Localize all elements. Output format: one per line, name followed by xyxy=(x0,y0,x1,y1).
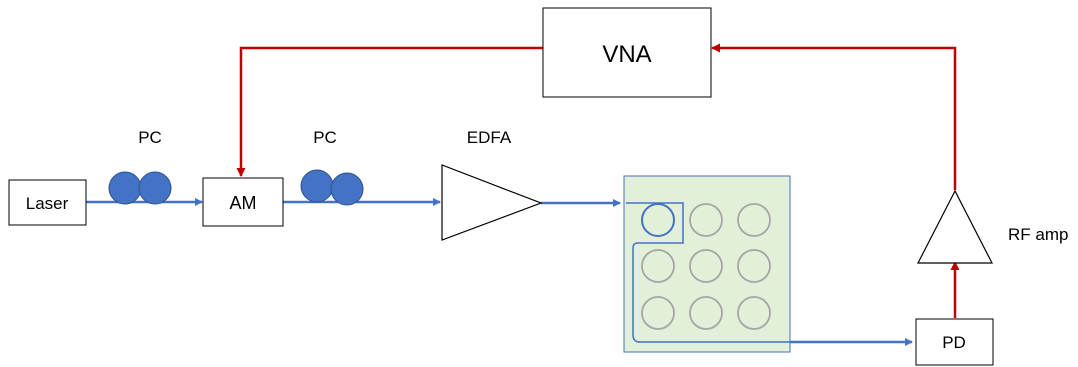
vna-block: VNA xyxy=(542,7,712,98)
edfa-label: EDFA xyxy=(467,128,512,147)
polarization-controller-2: PC xyxy=(300,128,364,206)
pc2-label: PC xyxy=(313,128,337,147)
ring-resonator xyxy=(689,296,723,330)
pc1-paddle-2 xyxy=(138,171,172,205)
rf-amp-triangle xyxy=(917,189,993,264)
edfa-triangle xyxy=(441,164,543,241)
edfa-amplifier: EDFA xyxy=(441,128,543,241)
ring-resonator xyxy=(737,203,771,237)
am-block: AM xyxy=(202,177,284,227)
ring-resonator xyxy=(641,249,675,283)
ring-resonator xyxy=(641,296,675,330)
laser-block: Laser xyxy=(8,179,87,226)
pc2-paddle-1 xyxy=(300,169,334,203)
vna-label: VNA xyxy=(602,41,651,68)
rf-amp-to-vna xyxy=(711,43,957,190)
laser-label: Laser xyxy=(26,194,69,213)
am-label: AM xyxy=(230,193,257,213)
pd-block: PD xyxy=(915,318,994,366)
ring-resonator xyxy=(737,296,771,330)
pc1-label: PC xyxy=(138,128,162,147)
pd-label: PD xyxy=(942,333,966,352)
rf-amplifier: RF amp xyxy=(917,189,1068,264)
rf-amp-label: RF amp xyxy=(1008,225,1068,244)
ring-resonator xyxy=(689,249,723,283)
ring-resonator-active xyxy=(641,203,675,237)
pc2-paddle-2 xyxy=(330,172,364,206)
ring-resonator xyxy=(689,203,723,237)
ring-resonator xyxy=(737,249,771,283)
pc1-paddle-1 xyxy=(108,171,142,205)
ring-resonator-chip xyxy=(623,175,791,353)
polarization-controller-1: PC xyxy=(108,128,172,205)
rf-vna-to-am xyxy=(236,46,543,177)
chip-waveguide xyxy=(626,202,790,343)
